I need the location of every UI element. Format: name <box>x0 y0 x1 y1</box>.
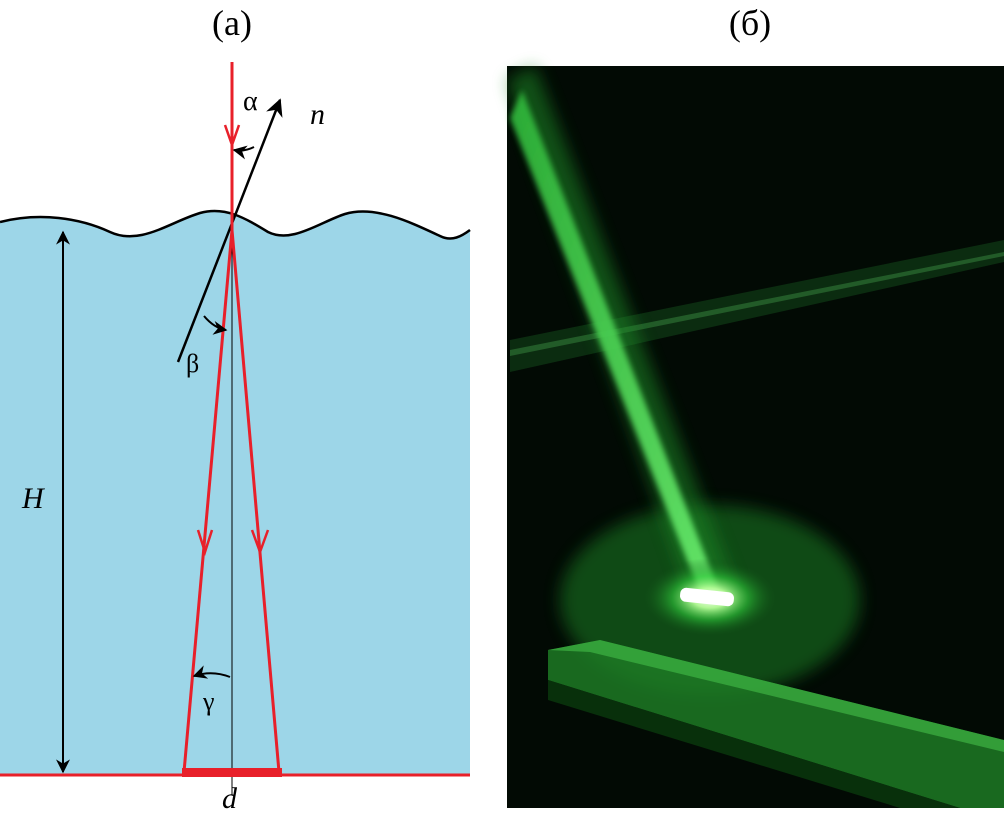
panel-label-b: (б) <box>728 3 772 43</box>
refracted-beam-right-arrow <box>250 529 270 556</box>
water-body <box>0 210 470 775</box>
ruler-shadow <box>548 680 960 808</box>
alpha-angle-arc <box>232 145 255 160</box>
laser-beam <box>510 90 718 592</box>
diagram-a: α n β H γ d <box>0 62 471 815</box>
beta-symbol: β <box>186 349 199 378</box>
spot-width-symbol: d <box>222 782 238 815</box>
gamma-angle-arc <box>192 665 231 679</box>
light-spot-d <box>182 768 282 777</box>
normal-symbol: n <box>310 98 325 131</box>
panel-label-a: (а) <box>212 3 252 43</box>
laser-spot-core <box>680 587 734 607</box>
gamma-symbol: γ <box>202 687 215 716</box>
beta-angle-arc <box>203 315 228 335</box>
incident-beam-arrow <box>223 124 241 149</box>
water-surface <box>0 209 471 240</box>
alpha-symbol: α <box>243 86 258 117</box>
ruler-highlight <box>548 640 1004 752</box>
refracted-beam-left <box>182 229 234 773</box>
depth-symbol: H <box>21 482 46 515</box>
ruler <box>548 640 1004 808</box>
refracted-beam-left-arrow <box>196 529 214 557</box>
refracted-beam-right <box>230 229 281 773</box>
photo-b <box>507 66 1004 808</box>
surface-normal-line <box>176 98 283 363</box>
